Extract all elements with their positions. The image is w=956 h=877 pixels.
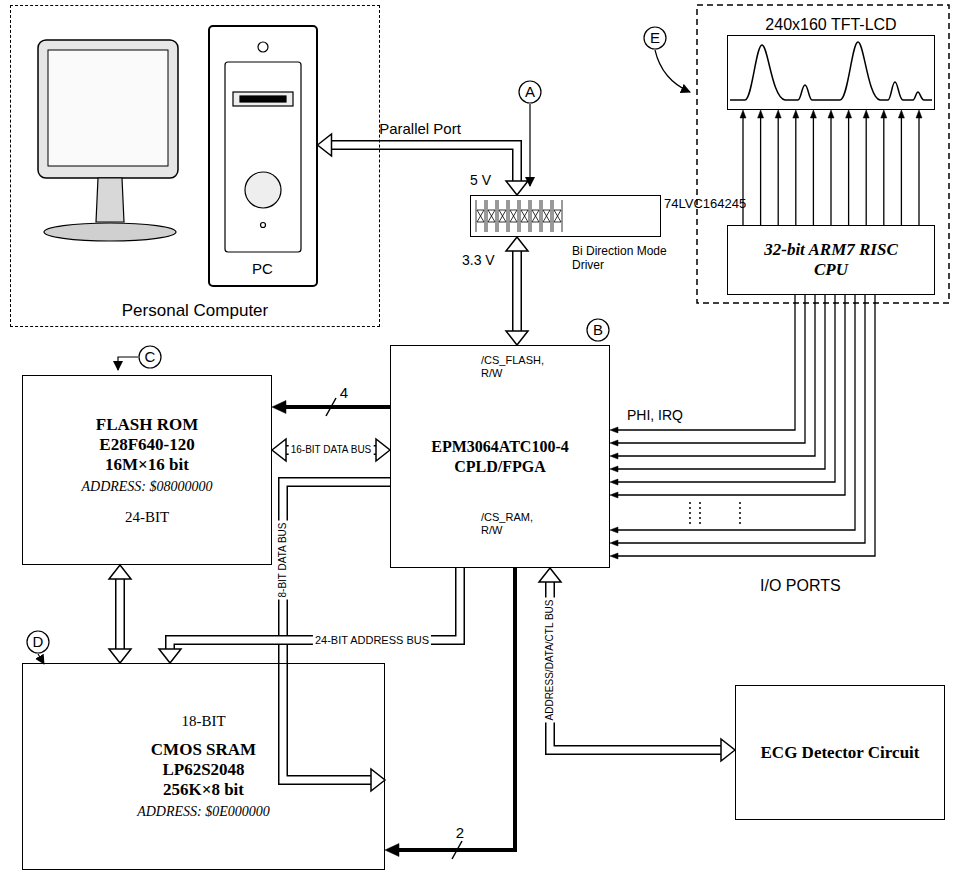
box-text: 256K×8 bit	[163, 780, 244, 800]
connector	[109, 565, 131, 663]
voltage-label: 3.3 V	[462, 252, 495, 268]
ecg-waveform	[730, 42, 932, 100]
connectors	[109, 110, 922, 857]
box-text: 18-BIT	[181, 713, 225, 730]
pc-tower: PC	[208, 25, 318, 287]
callout-letter: D	[27, 631, 49, 653]
bus-width-slashes	[326, 398, 462, 859]
box-text: Personal Computer	[11, 301, 379, 321]
bus-label: ADDRESS/DATA/CTL BUS	[544, 598, 556, 723]
box-text: LP62S2048	[162, 760, 244, 780]
sram-box: 18-BIT CMOS SRAMLP62S2048256K×8 bitADDRES…	[22, 663, 385, 870]
driver-note: Bi Direction Mode Driver	[572, 244, 667, 272]
pc-tower-details	[225, 42, 301, 252]
connector	[610, 295, 875, 559]
box-text: FLASH ROM	[96, 415, 198, 435]
bus-label: 8-BIT DATA BUS	[277, 520, 289, 599]
voltage-label: 5 V	[470, 172, 491, 188]
box-text: /CS_RAM, R/W	[481, 511, 547, 537]
bus-label: 4	[340, 384, 348, 401]
connector	[159, 568, 460, 663]
bus-driver: 74LVC164245	[470, 195, 661, 237]
buffer-symbols	[476, 200, 562, 232]
box-text: ADDRESS: $08000000	[81, 479, 212, 495]
cpu-box: 32-bit ARM7 RISC CPU	[727, 225, 935, 295]
connector	[272, 439, 390, 461]
ecg-box: ECG Detector Circuit	[735, 685, 945, 820]
callout-letter: A	[519, 81, 541, 103]
bus-label: 2	[456, 824, 464, 841]
box-text: E28F640-120	[99, 435, 194, 455]
box-text: ADDRESS: $0E000000	[137, 804, 270, 820]
callouts	[27, 27, 690, 664]
bus-label: 24-BIT ADDRESS BUS	[313, 634, 431, 647]
callout-letter: B	[587, 319, 609, 341]
box-text: PC	[210, 260, 316, 277]
io-gap-dots	[690, 502, 740, 524]
cpld-box: /CS_FLASH, R/W EPM3064ATC100-4 CPLD/FPGA /…	[390, 345, 610, 568]
bus-label: 16-BIT DATA BUS	[289, 444, 374, 456]
box-text: 24-BIT	[125, 509, 169, 526]
connector	[740, 110, 922, 225]
box-text: ECG Detector Circuit	[761, 743, 920, 763]
lcd-screen: 240x160 TFT-LCD	[727, 35, 935, 110]
callout-letter: E	[644, 27, 666, 49]
connector	[272, 401, 390, 414]
connector	[318, 134, 529, 195]
box-text: 240x160 TFT-LCD	[728, 16, 934, 34]
flash-rom-box: FLASH ROME28F640-12016M×16 bitADDRESS: $…	[22, 375, 272, 565]
box-text: 16M×16 bit	[105, 455, 189, 475]
bus-label: Parallel Port	[379, 120, 461, 137]
box-text: 74LVC164245	[664, 196, 746, 211]
computer-region: Personal Computer PC	[10, 5, 380, 327]
connector	[385, 568, 515, 857]
connector	[506, 237, 528, 345]
bus-label: PHI, IRQ	[627, 407, 683, 423]
cpu-region	[697, 5, 949, 303]
port-label: I/O PORTS	[760, 577, 841, 595]
box-text: EPM3064ATC100-4 CPLD/FPGA	[413, 437, 588, 477]
box-text: CMOS SRAM	[151, 740, 256, 760]
box-text: /CS_FLASH, R/W	[481, 354, 557, 380]
monitor-icon	[38, 40, 178, 241]
callout-letter: C	[139, 346, 161, 368]
connector	[539, 568, 735, 761]
box-text: 32-bit ARM7 RISC CPU	[751, 240, 911, 280]
